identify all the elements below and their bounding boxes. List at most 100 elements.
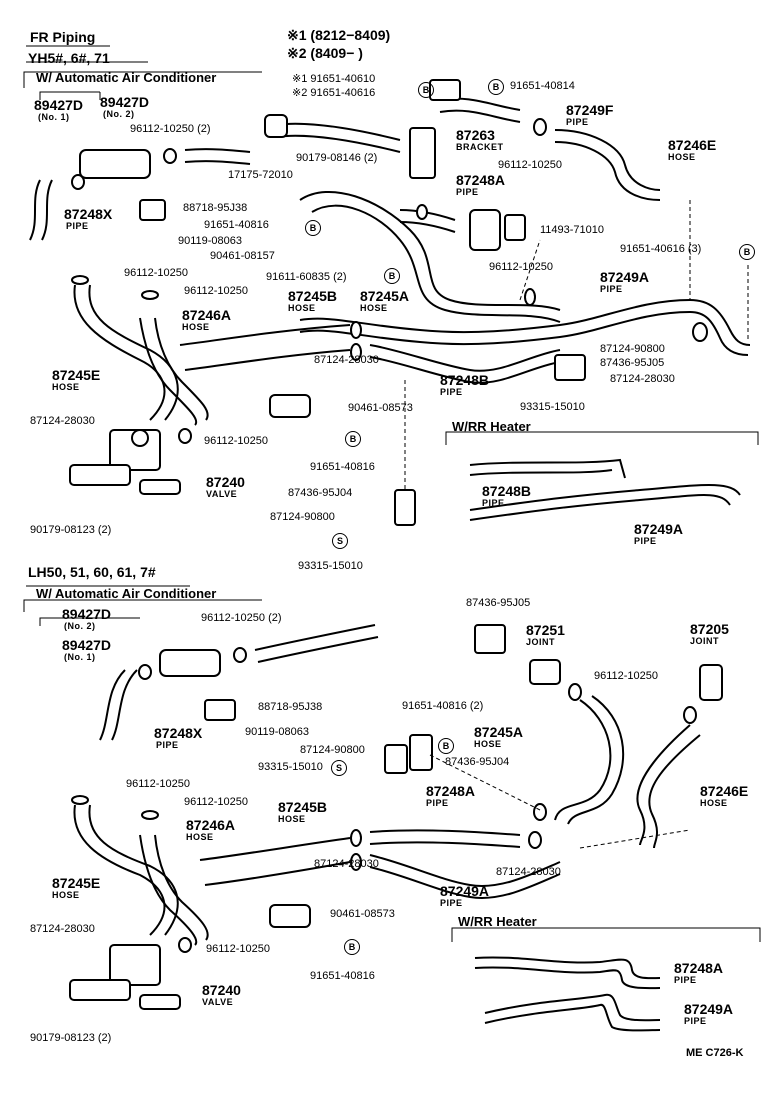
part-subtitle: HOSE	[182, 322, 210, 332]
part-number: 87249A	[600, 269, 650, 285]
part-label: 87124-28030	[30, 923, 95, 935]
part-number: 87248X	[154, 725, 203, 741]
part-subtitle: JOINT	[690, 636, 720, 646]
part-number: 87245E	[52, 875, 101, 891]
part-label: 90179-08123 (2)	[30, 524, 112, 536]
date-note-1: ※1 (8212−8409)	[287, 27, 391, 43]
callout-s: S	[331, 760, 347, 776]
part-label: 87124-90800	[600, 343, 665, 355]
part-label: 96112-10250	[498, 159, 563, 171]
part-label: 96112-10250	[594, 670, 659, 682]
part-subtitle: PIPE	[426, 798, 449, 808]
callout-b: B	[305, 220, 321, 236]
top-dashed-lines	[404, 200, 749, 490]
part-label: 96112-10250	[489, 261, 554, 273]
part-number: 89427D	[62, 637, 112, 653]
part-label: 87436-95J04	[445, 756, 510, 768]
top-ac-bracket	[23, 71, 262, 100]
part-label: 91651-40816	[310, 461, 375, 473]
part-label: ※2 91651-40616	[292, 87, 376, 99]
part-label: 90461-08573	[348, 402, 413, 414]
part-label: 87124-28030	[496, 866, 561, 878]
part-label: 91651-40816	[310, 970, 375, 982]
part-subtitle: HOSE	[186, 832, 214, 842]
part-subtitle: PIPE	[440, 387, 463, 397]
part-number: 87248A	[674, 960, 724, 976]
bottom-section-rr: W/RR Heater	[458, 914, 537, 929]
part-label: 87124-28030	[314, 354, 379, 366]
part-label: 93315-15010	[298, 560, 363, 572]
part-subtitle: HOSE	[668, 152, 696, 162]
callout-b: B	[488, 79, 504, 95]
top-clamps	[71, 118, 708, 444]
callout-b: B	[345, 431, 361, 447]
part-subtitle: PIPE	[156, 740, 179, 750]
callout-s: S	[332, 533, 348, 549]
part-number: 87246A	[182, 307, 232, 323]
bottom-misc-parts	[159, 624, 723, 928]
part-label: 87124-90800	[300, 744, 365, 756]
part-number: 87248A	[426, 783, 476, 799]
part-subtitle: HOSE	[288, 303, 316, 313]
part-subtitle: VALVE	[206, 489, 238, 499]
part-number: 89427D	[62, 606, 112, 622]
part-subtitle: VALVE	[202, 997, 234, 1007]
callout-b: B	[739, 244, 755, 260]
part-subtitle: HOSE	[52, 382, 80, 392]
part-number: 89427D	[34, 97, 84, 113]
part-subtitle: (No. 1)	[38, 112, 70, 122]
part-label: 11493-71010	[540, 224, 605, 236]
part-label: 91651-40816	[204, 219, 269, 231]
bottom-ac-bracket	[23, 599, 262, 626]
models-top: YH5#, 6#, 71	[28, 50, 110, 66]
header-lines	[26, 45, 190, 587]
callout-b: B	[418, 82, 434, 98]
part-label: 87436-95J05	[600, 357, 665, 369]
part-number: 87249F	[566, 102, 614, 118]
bottom-section-ac: W/ Automatic Air Conditioner	[36, 586, 217, 601]
top-valve-87240	[69, 429, 181, 495]
part-subtitle: (No. 2)	[64, 621, 96, 631]
part-label: 90179-08123 (2)	[30, 1032, 112, 1044]
part-subtitle: JOINT	[526, 637, 556, 647]
top-pipes	[29, 97, 751, 426]
part-subtitle: HOSE	[278, 814, 306, 824]
part-label: 96112-10250	[206, 943, 271, 955]
part-subtitle: HOSE	[360, 303, 388, 313]
part-label: 87436-95J05	[466, 597, 531, 609]
part-label: 91651-40814	[510, 80, 575, 92]
part-number: 87245B	[288, 288, 338, 304]
part-number: 87240	[202, 982, 241, 998]
part-number: 87248X	[64, 206, 113, 222]
part-number: 87240	[206, 474, 245, 490]
part-number: 87245E	[52, 367, 101, 383]
diagram-code: ME C726-K	[686, 1047, 744, 1059]
part-number: 87245A	[360, 288, 410, 304]
part-label: ※1 91651-40610	[292, 73, 376, 85]
part-subtitle: PIPE	[66, 221, 89, 231]
part-label: 87124-28030	[314, 858, 379, 870]
part-subtitle: BRACKET	[456, 142, 504, 152]
part-label: 88718-95J38	[258, 701, 323, 713]
bottom-pipes	[73, 624, 701, 946]
part-number: 87263	[456, 127, 495, 143]
part-subtitle: HOSE	[700, 798, 728, 808]
part-number: 87245B	[278, 799, 328, 815]
part-label: 87124-90800	[270, 511, 335, 523]
part-number: 87248B	[440, 372, 490, 388]
bottom-rr-pipes	[474, 956, 661, 1032]
models-bottom: LH50, 51, 60, 61, 7#	[28, 564, 156, 580]
bottom-valve-87240	[69, 944, 181, 1010]
part-subtitle: PIPE	[482, 498, 505, 508]
part-label: 96112-10250 (2)	[201, 612, 282, 624]
part-label: 87436-95J04	[288, 487, 353, 499]
callout-b: B	[344, 939, 360, 955]
part-number: 87249A	[634, 521, 684, 537]
part-subtitle: PIPE	[684, 1016, 707, 1026]
part-label: 93315-15010	[258, 761, 323, 773]
part-label: 96112-10250	[184, 796, 249, 808]
part-label: 96112-10250	[184, 285, 249, 297]
part-subtitle: PIPE	[600, 284, 623, 294]
top-section-ac: W/ Automatic Air Conditioner	[36, 70, 217, 85]
